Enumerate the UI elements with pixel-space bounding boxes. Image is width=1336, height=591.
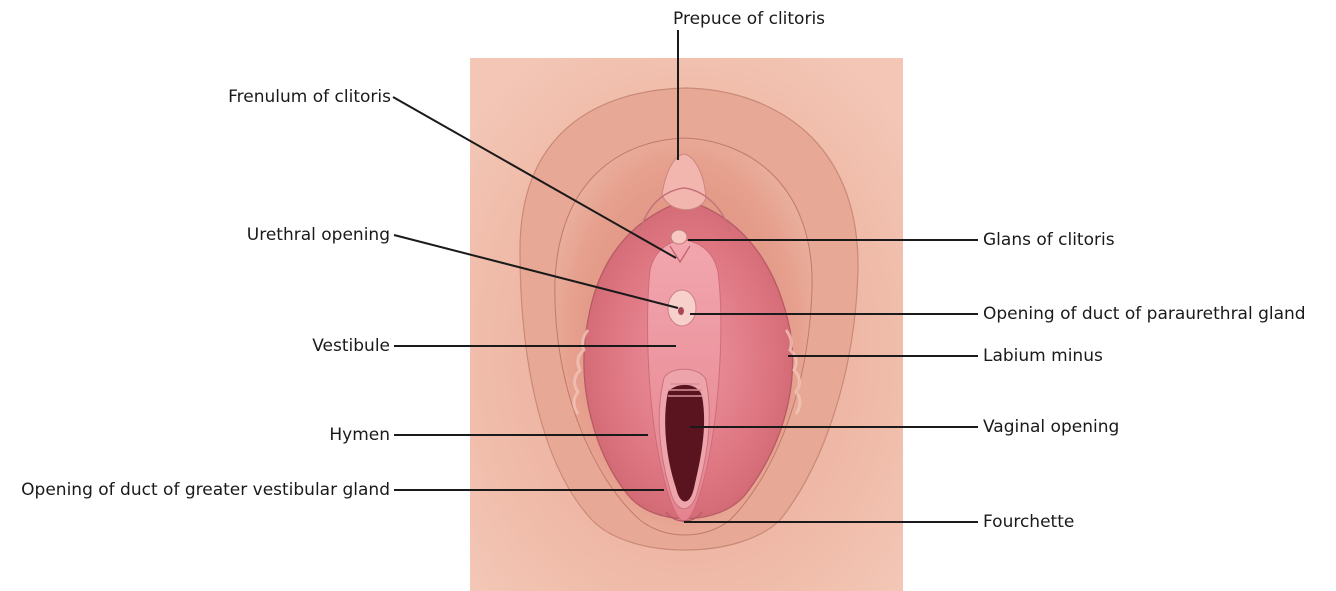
label-labium-minus: Labium minus bbox=[983, 346, 1103, 366]
label-hymen: Hymen bbox=[329, 425, 390, 445]
label-opening-of-duct-of-greater-vestibular-gland: Opening of duct of greater vestibular gl… bbox=[21, 480, 390, 500]
label-prepuce-of-clitoris: Prepuce of clitoris bbox=[673, 9, 825, 29]
label-urethral-opening: Urethral opening bbox=[247, 225, 390, 245]
label-vestibule: Vestibule bbox=[312, 336, 390, 356]
label-glans-of-clitoris: Glans of clitoris bbox=[983, 230, 1115, 250]
glans-shape bbox=[671, 230, 687, 244]
label-frenulum-of-clitoris: Frenulum of clitoris bbox=[228, 87, 391, 107]
label-opening-of-duct-of-paraurethral-gland: Opening of duct of paraurethral gland bbox=[983, 304, 1306, 324]
label-fourchette: Fourchette bbox=[983, 512, 1074, 532]
label-vaginal-opening: Vaginal opening bbox=[983, 417, 1119, 437]
urethral-opening-shape bbox=[678, 307, 684, 315]
